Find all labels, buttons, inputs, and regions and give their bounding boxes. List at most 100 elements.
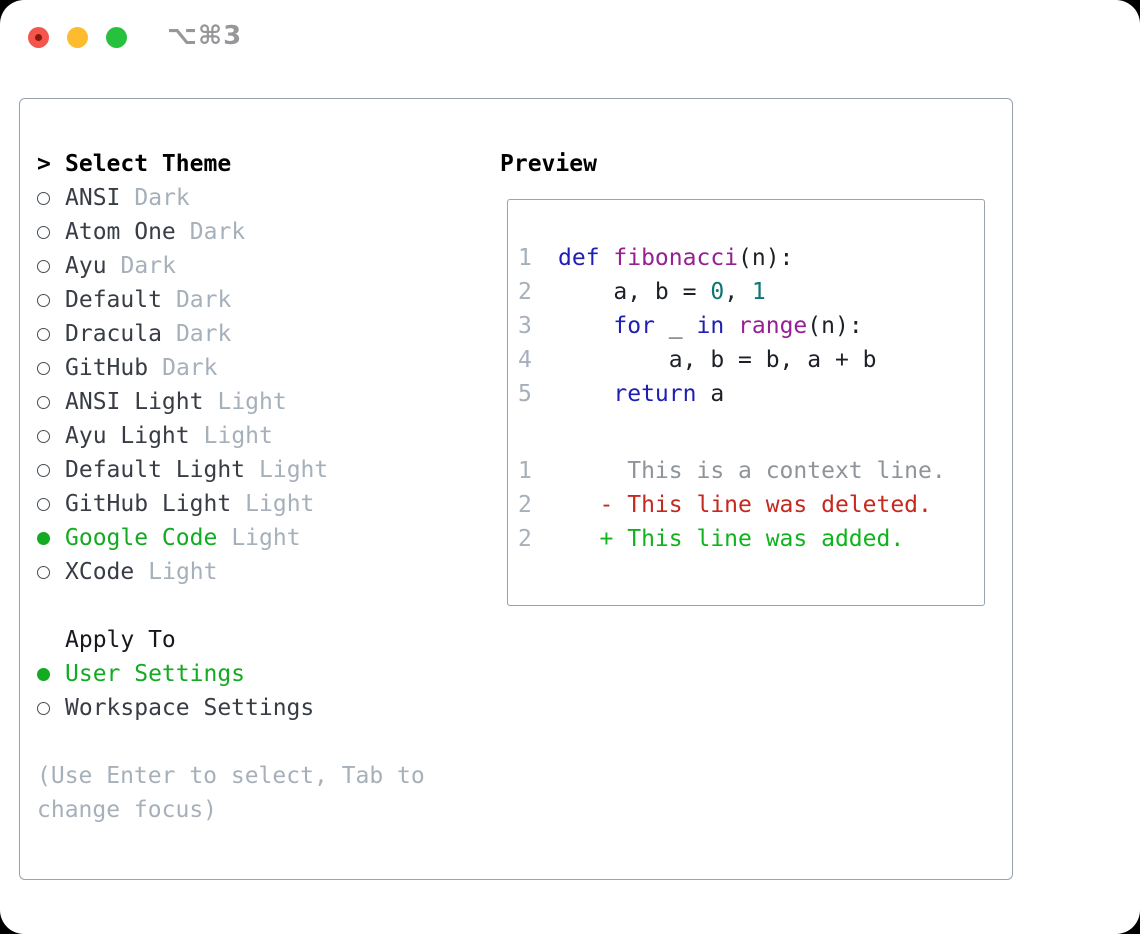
close-button[interactable] [28, 27, 49, 48]
theme-list-column: > Select Theme ANSI Dark Atom One Dark A… [37, 147, 482, 827]
radio-selected-icon [37, 667, 50, 681]
item-variant-label: Dark [162, 355, 218, 381]
apply-to-header: Apply To [37, 623, 482, 657]
window-title: ⌥⌘3 [167, 21, 243, 51]
code-token-deleted: - This line was deleted. [558, 492, 932, 518]
apply-to-option[interactable]: User Settings [37, 657, 482, 691]
code-line: 2 + This line was added. [518, 522, 946, 556]
theme-item[interactable]: ANSI Light Light [37, 385, 482, 419]
item-label: GitHub Light [65, 491, 232, 517]
item-variant-label: Dark [134, 185, 190, 211]
line-number: 5 [518, 381, 532, 407]
item-variant-label: Dark [175, 287, 232, 313]
item-label: Dracula [65, 321, 162, 347]
theme-item[interactable]: Dracula Dark [37, 317, 482, 351]
prompt-icon: > [37, 151, 51, 177]
radio-icon [37, 701, 50, 715]
theme-item[interactable]: Default Light Light [37, 453, 482, 487]
item-variant-label: Dark [175, 321, 232, 347]
theme-list: ANSI Dark Atom One Dark Ayu Dark Default… [37, 181, 482, 589]
code-token-plain: _ [654, 313, 697, 339]
code-token-keyword: in [696, 313, 725, 339]
theme-item[interactable]: GitHub Dark [37, 351, 482, 385]
theme-item[interactable]: Default Dark [37, 283, 482, 317]
code-token-plain: (n): [807, 313, 863, 339]
item-label: GitHub [65, 355, 149, 381]
line-number: 2 [518, 526, 532, 552]
code-line: 2 a, b = 0, 1 [518, 275, 946, 309]
radio-icon [37, 395, 50, 409]
theme-item[interactable]: Ayu Light Light [37, 419, 482, 453]
code-line: 3 for _ in range(n): [518, 309, 946, 343]
code-token-keyword: for [613, 313, 655, 339]
radio-icon [37, 463, 50, 477]
code-line: 2 - This line was deleted. [518, 488, 946, 522]
item-variant-label: Light [231, 525, 301, 551]
line-number: 1 [518, 245, 532, 271]
code-token-plain: (n): [738, 245, 794, 271]
line-number: 4 [518, 347, 532, 373]
code-token-literal: 1 [751, 279, 766, 305]
code-line: 1 This is a context line. [518, 454, 946, 488]
code-line: 4 a, b = b, a + b [518, 343, 946, 377]
item-variant-label: Light [259, 457, 329, 483]
preview-title: Preview [500, 151, 597, 177]
code-token-plain: , [724, 279, 752, 305]
code-token-literal: 0 [710, 279, 725, 305]
radio-icon [37, 259, 50, 273]
radio-icon [37, 361, 50, 375]
item-variant-label: Light [203, 423, 273, 449]
item-variant-label: Light [217, 389, 287, 415]
radio-selected-icon [37, 531, 50, 545]
code-token-plain [724, 313, 738, 339]
item-label: User Settings [65, 661, 246, 687]
code-token-context: This is a context line. [558, 458, 946, 484]
theme-item[interactable]: Google Code Light [37, 521, 482, 555]
code-token-function: range [738, 313, 808, 339]
code-line: 1 def fibonacci(n): [518, 241, 946, 275]
radio-icon [37, 225, 50, 239]
radio-icon [37, 565, 50, 579]
item-label: Workspace Settings [65, 695, 315, 721]
code-token-plain [558, 381, 613, 407]
line-number: 2 [518, 279, 532, 305]
traffic-lights [28, 27, 127, 48]
code-token-added: + This line was added. [558, 526, 905, 552]
code-blank-line [518, 411, 946, 454]
radio-icon [37, 191, 50, 205]
item-variant-label: Dark [120, 253, 176, 279]
theme-item[interactable]: ANSI Dark [37, 181, 482, 215]
item-label: Ayu [65, 253, 107, 279]
code-token-keyword: return [613, 381, 697, 407]
theme-item[interactable]: XCode Light [37, 555, 482, 589]
item-label: Google Code [65, 525, 218, 551]
radio-icon [37, 429, 50, 443]
zoom-button[interactable] [106, 27, 127, 48]
line-number: 1 [518, 458, 532, 484]
select-theme-header: > Select Theme [37, 147, 482, 181]
prompt-marker: > [37, 151, 65, 177]
keyboard-hint: (Use Enter to select, Tab to change focu… [37, 763, 425, 823]
apply-to-title: Apply To [65, 627, 176, 653]
item-label: Default [65, 287, 162, 313]
item-label: ANSI [65, 185, 121, 211]
code-line: 5 return a [518, 377, 946, 411]
code-token-function: fibonacci [613, 245, 739, 271]
select-theme-title: Select Theme [65, 151, 232, 177]
code-token-plain: a, b = b, a + b [558, 347, 877, 373]
code-token-plain: a, b = [558, 279, 711, 305]
spacer [37, 725, 482, 759]
theme-item[interactable]: Ayu Dark [37, 249, 482, 283]
apply-to-option[interactable]: Workspace Settings [37, 691, 482, 725]
item-label: Ayu Light [65, 423, 190, 449]
minimize-button[interactable] [67, 27, 88, 48]
spacer [37, 589, 482, 623]
code-token-keyword: def [558, 245, 614, 271]
theme-item[interactable]: Atom One Dark [37, 215, 482, 249]
item-variant-label: Dark [189, 219, 246, 245]
theme-item[interactable]: GitHub Light Light [37, 487, 482, 521]
theme-picker-panel: > Select Theme ANSI Dark Atom One Dark A… [19, 98, 1013, 880]
line-number: 2 [518, 492, 532, 518]
